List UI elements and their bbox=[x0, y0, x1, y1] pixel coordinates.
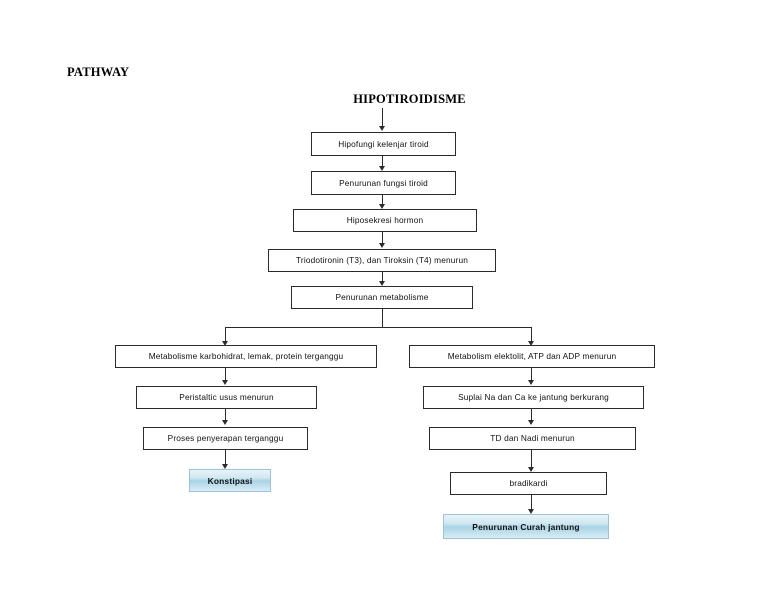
connector-n10-to-n11 bbox=[531, 368, 533, 382]
node-metabolisme-karbohidrat-lemak-protein-terganggu[interactable]: Metabolisme karbohidrat, lemak, protein … bbox=[115, 345, 377, 368]
connector-n4-to-n5 bbox=[382, 272, 384, 284]
node-penurunan-fungsi-tiroid[interactable]: Penurunan fungsi tiroid bbox=[311, 171, 456, 195]
arrowhead-n7-to-n8 bbox=[221, 420, 228, 425]
connector-split-right-drop bbox=[531, 326, 533, 343]
node-metabolism-elektolit-atp-adp-menurun[interactable]: Metabolism elektolit, ATP dan ADP menuru… bbox=[409, 345, 655, 368]
node-bradikardi[interactable]: bradikardi bbox=[450, 472, 607, 495]
connector-n13-to-n14 bbox=[531, 495, 533, 511]
node-penurunan-curah-jantung-outcome[interactable]: Penurunan Curah jantung bbox=[443, 514, 609, 539]
arrowhead-n13-to-n14 bbox=[527, 509, 534, 514]
connector-n8-to-n9 bbox=[225, 450, 227, 466]
arrowhead-n12-to-n13 bbox=[527, 467, 534, 472]
connector-n2-to-n3 bbox=[382, 195, 384, 207]
diagram-root-title: HIPOTIROIDISME bbox=[0, 92, 768, 107]
node-hipofungi-kelenjar-tiroid[interactable]: Hipofungi kelenjar tiroid bbox=[311, 132, 456, 156]
arrowhead-n3-to-n4 bbox=[378, 243, 385, 248]
node-peristaltic-usus-menurun[interactable]: Peristaltic usus menurun bbox=[136, 386, 317, 409]
arrowhead-title-to-n1 bbox=[378, 126, 385, 131]
arrowhead-n11-to-n12 bbox=[527, 420, 534, 425]
connector-n11-to-n12 bbox=[531, 409, 533, 422]
node-konstipasi-outcome[interactable]: Konstipasi bbox=[189, 469, 271, 492]
page-title: PATHWAY bbox=[67, 65, 130, 79]
arrowhead-n8-to-n9 bbox=[221, 464, 228, 469]
connector-n12-to-n13 bbox=[531, 450, 533, 469]
node-penurunan-metabolisme[interactable]: Penurunan metabolisme bbox=[291, 286, 473, 309]
node-proses-penyerapan-terganggu[interactable]: Proses penyerapan terganggu bbox=[143, 427, 308, 450]
connector-n3-to-n4 bbox=[382, 232, 384, 245]
connector-n6-to-n7 bbox=[225, 368, 227, 382]
connector-n1-to-n2 bbox=[382, 156, 384, 168]
arrowhead-n1-to-n2 bbox=[378, 166, 385, 171]
arrowhead-n4-to-n5 bbox=[378, 281, 385, 286]
arrowhead-n6-to-n7 bbox=[221, 380, 228, 385]
node-triodotironin-tiroksin-menurun[interactable]: Triodotironin (T3), dan Tiroksin (T4) me… bbox=[268, 249, 496, 272]
arrowhead-split-to-n10 bbox=[527, 341, 534, 346]
arrowhead-n10-to-n11 bbox=[527, 380, 534, 385]
node-suplai-na-ca-ke-jantung-berkurang[interactable]: Suplai Na dan Ca ke jantung berkurang bbox=[423, 386, 644, 409]
connector-split-bus bbox=[225, 326, 532, 328]
connector-title-to-n1 bbox=[382, 108, 384, 127]
connector-n7-to-n8 bbox=[225, 409, 227, 422]
arrowhead-split-to-n6 bbox=[221, 341, 228, 346]
node-td-dan-nadi-menurun[interactable]: TD dan Nadi menurun bbox=[429, 427, 636, 450]
connector-split-left-drop bbox=[225, 326, 227, 343]
node-hiposekresi-hormon[interactable]: Hiposekresi hormon bbox=[293, 209, 477, 232]
diagram-root-title-label: HIPOTIROIDISME bbox=[353, 92, 466, 106]
arrowhead-n2-to-n3 bbox=[378, 204, 385, 209]
connector-n5-to-split bbox=[382, 309, 384, 328]
